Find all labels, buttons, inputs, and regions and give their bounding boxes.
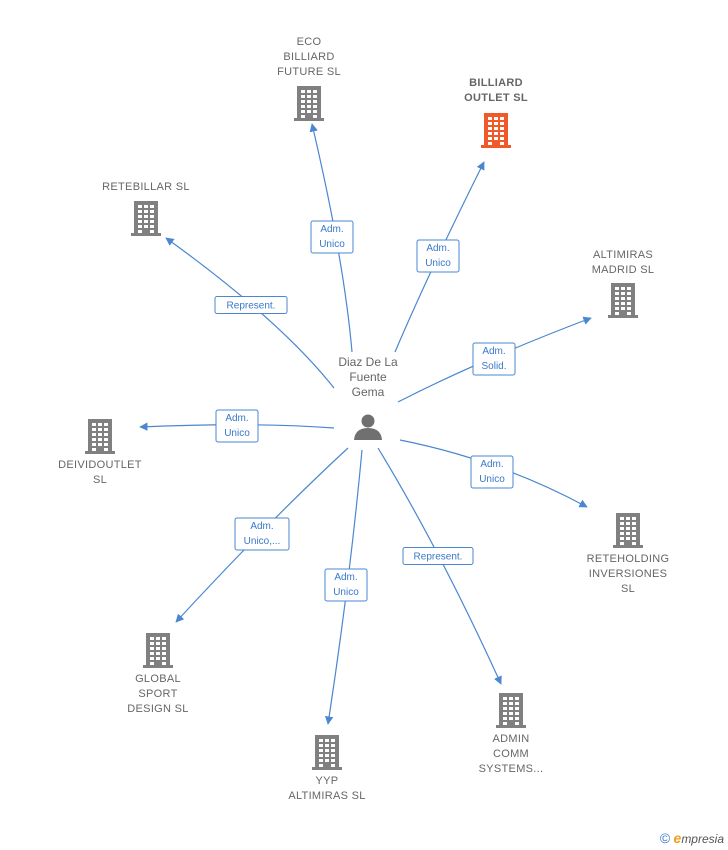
edge-label-text: Adm.	[480, 459, 503, 470]
edge-label-box	[402, 547, 474, 565]
edge-label-box	[470, 455, 514, 489]
edge-label-global[interactable]: Adm. Unico,...	[234, 517, 290, 551]
edge-label-text: Adm.	[320, 224, 343, 235]
brand-logo-text: mpresia	[681, 832, 724, 846]
edge-label-text: Adm.	[225, 413, 248, 424]
edge-label-reteholding[interactable]: Adm. Unico	[470, 455, 514, 489]
company-label: SL	[93, 474, 107, 486]
company-label: SPORT	[138, 688, 177, 700]
edge-label-altimiras[interactable]: Adm. Solid.	[472, 342, 516, 376]
company-label: YYP	[316, 775, 339, 787]
company-node-outlet[interactable]: BILLIARD OUTLET SL	[464, 77, 528, 148]
company-label: RETEBILLAR SL	[102, 181, 190, 193]
edge-label-text: Adm.	[482, 346, 505, 357]
edge-retebillar	[165, 237, 335, 389]
building-icon	[294, 86, 324, 121]
company-label: ADMIN	[493, 733, 530, 745]
edge-label-box	[472, 342, 516, 376]
company-node-global[interactable]: GLOBAL SPORT DESIGN SL	[127, 633, 188, 715]
building-icon	[143, 633, 173, 668]
edge-label-text: Adm.	[334, 572, 357, 583]
edge-label-text: Unico	[224, 428, 250, 439]
person-label: Fuente	[349, 370, 387, 384]
edge-label-text: Adm.	[426, 243, 449, 254]
company-label: COMM	[493, 748, 529, 760]
building-icon	[481, 113, 511, 148]
company-node-yyp[interactable]: YYP ALTIMIRAS SL	[288, 735, 365, 802]
brand-logo-initial: e	[673, 830, 682, 846]
company-label: RETEHOLDING	[587, 553, 670, 565]
edge-label-admin[interactable]: Represent.	[402, 547, 474, 565]
edge-label-outlet[interactable]: Adm. Unico	[416, 239, 460, 273]
company-label: FUTURE SL	[277, 66, 341, 78]
company-node-eco[interactable]: ECO BILLIARD FUTURE SL	[277, 36, 341, 121]
building-icon	[496, 693, 526, 728]
company-label: MADRID SL	[592, 264, 655, 276]
company-label: OUTLET SL	[464, 92, 528, 104]
person-icon	[354, 414, 382, 440]
company-label: ALTIMIRAS	[593, 249, 653, 261]
edge-label-yyp[interactable]: Adm. Unico	[324, 568, 368, 602]
company-node-retebillar[interactable]: RETEBILLAR SL	[102, 181, 190, 236]
company-label: DESIGN SL	[127, 703, 188, 715]
edge-label-retebillar[interactable]: Represent.	[214, 296, 288, 314]
edge-label-deividoutlet[interactable]: Adm. Unico	[215, 409, 259, 443]
edge-label-text: Represent.	[227, 301, 276, 312]
person-label: Gema	[352, 385, 385, 399]
company-label: SL	[621, 583, 635, 595]
building-icon	[131, 201, 161, 236]
edge-label-text: Unico,...	[244, 536, 281, 547]
company-label: ALTIMIRAS SL	[288, 790, 365, 802]
building-icon	[613, 513, 643, 548]
edge-label-box	[310, 220, 354, 254]
company-node-admin[interactable]: ADMIN COMM SYSTEMS...	[479, 693, 544, 775]
edge-label-text: Unico	[319, 239, 345, 250]
edge-label-text: Unico	[425, 258, 451, 269]
edge-label-text: Represent.	[414, 552, 463, 563]
copyright-icon: ©	[659, 830, 671, 846]
footer-brand: © empresia	[660, 830, 724, 846]
person-label: Diaz De La	[338, 355, 398, 369]
edge-label-box	[234, 517, 290, 551]
building-icon	[85, 419, 115, 454]
building-icon	[312, 735, 342, 770]
company-node-deividoutlet[interactable]: DEIVIDOUTLET SL	[58, 419, 142, 486]
edge-label-box	[324, 568, 368, 602]
company-label: GLOBAL	[135, 673, 181, 685]
nodes-layer: ECO BILLIARD FUTURE SL BILLIARD OUTLET SL RET…	[58, 36, 669, 802]
edge-label-text: Solid.	[481, 361, 506, 372]
company-label: INVERSIONES	[589, 568, 668, 580]
company-label: BILLIARD	[283, 51, 334, 63]
company-node-altimiras[interactable]: ALTIMIRAS MADRID SL	[592, 249, 655, 318]
company-node-reteholding[interactable]: RETEHOLDING INVERSIONES SL	[587, 513, 670, 595]
edge-label-text: Unico	[479, 474, 505, 485]
company-label: SYSTEMS...	[479, 763, 544, 775]
company-label: ECO	[297, 36, 322, 48]
edge-label-box	[214, 296, 288, 314]
edge-label-box	[416, 239, 460, 273]
building-icon	[608, 283, 638, 318]
edge-label-box	[215, 409, 259, 443]
edge-label-eco[interactable]: Adm. Unico	[310, 220, 354, 254]
edge-label-text: Adm.	[250, 521, 273, 532]
edge-label-text: Unico	[333, 587, 359, 598]
company-label: BILLIARD	[469, 77, 523, 89]
company-label: DEIVIDOUTLET	[58, 459, 142, 471]
